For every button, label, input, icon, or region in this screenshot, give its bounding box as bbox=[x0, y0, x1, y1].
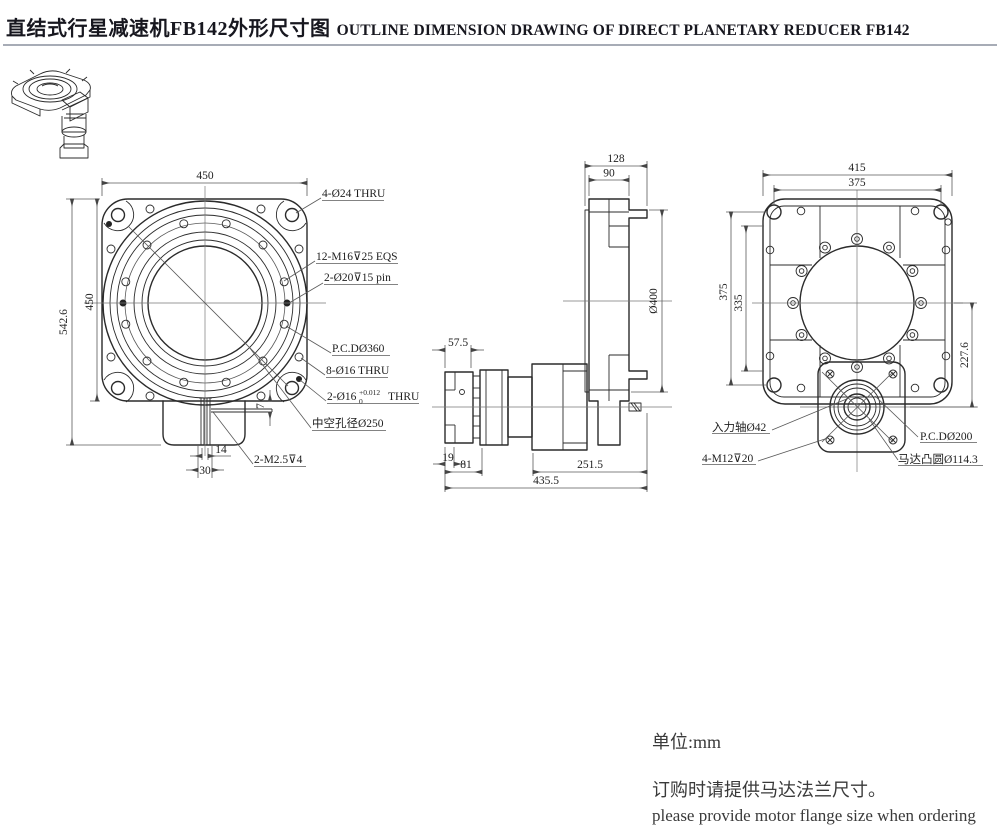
title-divider bbox=[3, 44, 997, 46]
back-input-shaft-circles bbox=[829, 379, 885, 435]
front-label-hollow-bore: 中空孔径Ø250 bbox=[248, 346, 386, 431]
back-label-motor-boss: 马达凸圆Ø114.3 bbox=[868, 418, 983, 466]
side-dim-lip: 19 bbox=[442, 452, 454, 464]
order-note-english: please provide motor flange size when or… bbox=[652, 806, 976, 825]
svg-text:4-Ø24 THRU: 4-Ø24 THRU bbox=[322, 188, 386, 200]
drawing-notes: 单位:mm 订购时请提供马达法兰尺寸。 please provide motor… bbox=[652, 728, 992, 826]
back-label-motor-taps: 4-M12⊽20 bbox=[702, 437, 829, 465]
svg-text:入力轴Ø42: 入力轴Ø42 bbox=[712, 420, 767, 434]
svg-text:2-M2.5⊽4: 2-M2.5⊽4 bbox=[254, 454, 303, 466]
front-label-tap-holes: 2-M2.5⊽4 bbox=[212, 411, 306, 467]
svg-text:中空孔径Ø250: 中空孔径Ø250 bbox=[312, 416, 384, 430]
front-dim-height-outer: 542.6 bbox=[58, 309, 70, 335]
front-dim-slot-outer: 30 bbox=[199, 465, 211, 477]
side-dim-flange-dia: Ø400 bbox=[648, 288, 660, 314]
front-dim-slot-width: 14 bbox=[215, 444, 227, 456]
front-label-dowel-holes: 2-Ø16 +0.012 0 THRU bbox=[299, 379, 420, 406]
front-view: 450 542.6 450 14 30 7 4-Ø24 THRU 12-M16⊽… bbox=[58, 170, 420, 478]
front-dim-step: 7 bbox=[255, 403, 267, 409]
title-english: OUTLINE DIMENSION DRAWING OF DIRECT PLAN… bbox=[336, 22, 910, 39]
side-dim-depth-body: 90 bbox=[603, 168, 615, 180]
front-dim-height-inner: 450 bbox=[84, 293, 96, 311]
back-dim-hole-span-h: 375 bbox=[848, 177, 866, 189]
front-dim-width: 450 bbox=[196, 170, 214, 182]
drawing-title: 直结式行星减速机FB142外形尺寸图 OUTLINE DIMENSION DRAW… bbox=[6, 12, 998, 41]
side-plate-outline bbox=[588, 198, 648, 446]
svg-text:P.C.DØ360: P.C.DØ360 bbox=[332, 343, 385, 355]
order-note-chinese: 订购时请提供马达法兰尺寸。 bbox=[652, 780, 886, 800]
front-label-corner-holes: 4-Ø24 THRU bbox=[295, 188, 386, 214]
back-motor-screw-holes bbox=[825, 369, 898, 445]
svg-text:4-M12⊽20: 4-M12⊽20 bbox=[702, 453, 753, 465]
side-view: 128 90 Ø400 57.5 19 81 251.5 435.5 bbox=[432, 153, 672, 492]
back-plate-outline bbox=[762, 198, 953, 405]
side-dim-adapter-len: 57.5 bbox=[448, 337, 468, 349]
svg-text:2-Ø20⊽15 pin: 2-Ø20⊽15 pin bbox=[324, 272, 391, 284]
svg-text:2-Ø16: 2-Ø16 bbox=[327, 391, 357, 403]
back-label-input-shaft: 入力轴Ø42 bbox=[712, 397, 850, 434]
svg-text:P.C.DØ200: P.C.DØ200 bbox=[920, 431, 973, 443]
svg-text:+0.012: +0.012 bbox=[359, 388, 380, 397]
unit-note: 单位:mm bbox=[652, 732, 722, 752]
back-dim-width: 415 bbox=[848, 162, 866, 174]
svg-text:马达凸圆Ø114.3: 马达凸圆Ø114.3 bbox=[898, 452, 978, 466]
back-dim-inner-span-v: 335 bbox=[733, 294, 745, 312]
side-dim-overall-len: 435.5 bbox=[533, 475, 559, 487]
svg-text:0: 0 bbox=[359, 397, 363, 406]
back-dim-hole-span-v: 375 bbox=[718, 283, 730, 301]
svg-text:THRU: THRU bbox=[388, 391, 420, 403]
title-chinese: 直结式行星减速机FB142外形尺寸图 bbox=[6, 18, 331, 40]
svg-text:12-M16⊽25 EQS: 12-M16⊽25 EQS bbox=[316, 251, 398, 263]
front-label-bolt-holes: 12-M16⊽25 EQS bbox=[283, 251, 398, 282]
side-motor-flange bbox=[444, 371, 474, 444]
side-dim-body-len: 251.5 bbox=[577, 459, 603, 471]
side-dim-adapter-total: 81 bbox=[460, 459, 472, 471]
product-thumbnail bbox=[11, 68, 91, 159]
front-label-pin-holes: 2-Ø20⊽15 pin bbox=[288, 272, 398, 304]
front-label-pitch-circle: P.C.DØ360 bbox=[285, 325, 390, 356]
svg-text:8-Ø16 THRU: 8-Ø16 THRU bbox=[326, 365, 390, 377]
back-view: 415 375 375 335 227.6 入力轴Ø42 4-M12⊽20 P. bbox=[702, 162, 983, 472]
back-dim-center-offset: 227.6 bbox=[959, 342, 971, 368]
back-motor-flange bbox=[817, 361, 906, 453]
front-label-edge-holes: 8-Ø16 THRU bbox=[300, 357, 390, 378]
back-label-pitch-circle: P.C.DØ200 bbox=[874, 395, 977, 443]
side-dim-depth-total: 128 bbox=[607, 153, 625, 165]
